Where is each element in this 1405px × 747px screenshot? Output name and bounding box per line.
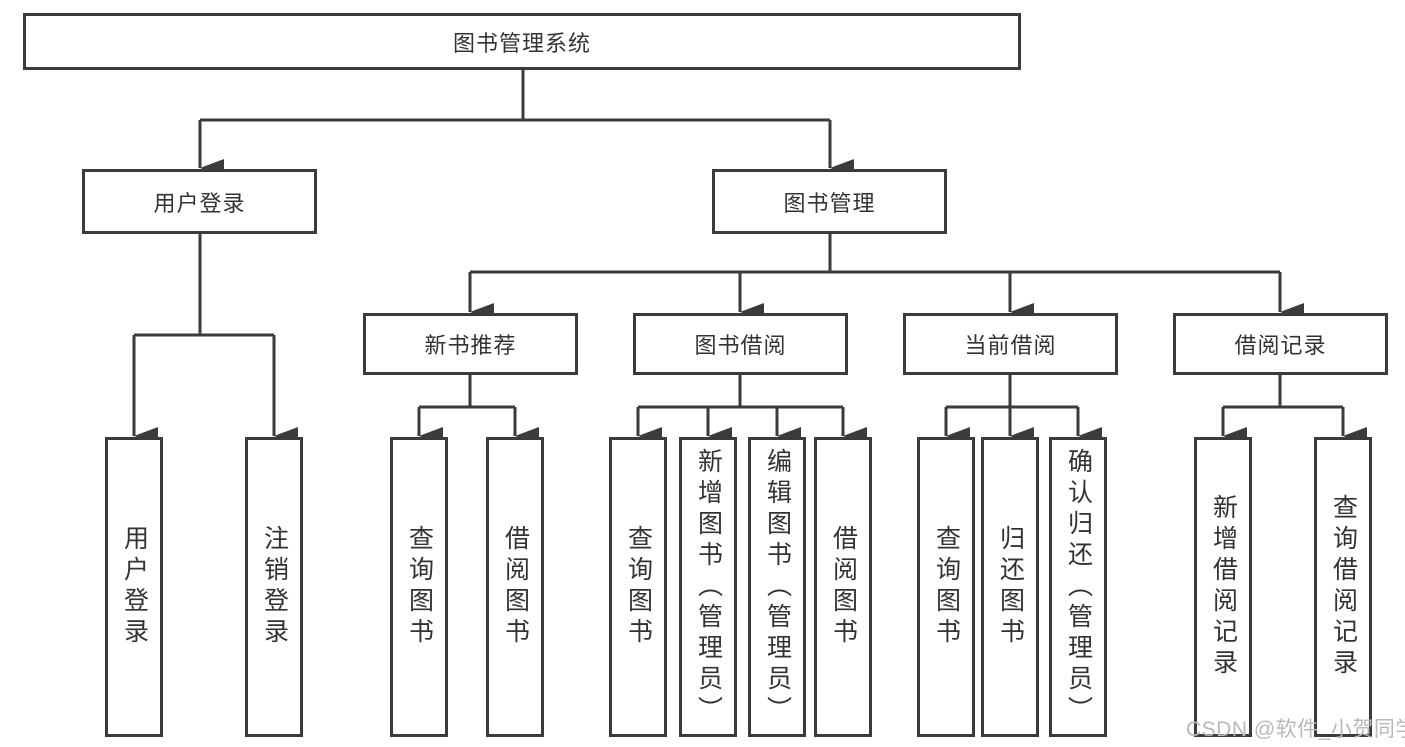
node-user-login: 用户登录 xyxy=(82,169,317,234)
leaf-borrow-borrow-books: 借阅图书 xyxy=(814,437,872,737)
leaf-current-return-books: 归还图书 xyxy=(981,437,1039,737)
leaf-current-search-books: 查询图书 xyxy=(917,437,975,737)
node-book-borrowing: 图书借阅 xyxy=(633,313,848,375)
leaf-borrow-edit-books-admin: 编辑图书（管理员） xyxy=(748,437,806,737)
leaf-borrow-search-books: 查询图书 xyxy=(609,437,667,737)
csdn-watermark: CSDN @软件_小贺同学 xyxy=(1186,718,1405,741)
leaf-records-add-record: 新增借阅记录 xyxy=(1194,437,1252,737)
node-current-borrowing: 当前借阅 xyxy=(903,313,1118,375)
leaf-borrow-add-books-admin: 新增图书（管理员） xyxy=(679,437,737,737)
node-new-book-recommendation: 新书推荐 xyxy=(363,313,578,375)
node-book-management: 图书管理 xyxy=(712,169,947,234)
leaf-current-confirm-return-admin: 确认归还（管理员） xyxy=(1049,437,1107,737)
leaf-logout-login: 注销登录 xyxy=(245,437,303,737)
leaf-records-search-record: 查询借阅记录 xyxy=(1314,437,1372,737)
leaf-newbooks-borrow-books: 借阅图书 xyxy=(486,437,544,737)
leaf-newbooks-search-books: 查询图书 xyxy=(390,437,448,737)
node-borrowing-records: 借阅记录 xyxy=(1173,313,1388,375)
leaf-user-login: 用户登录 xyxy=(105,437,163,737)
node-root-system: 图书管理系统 xyxy=(23,13,1021,70)
